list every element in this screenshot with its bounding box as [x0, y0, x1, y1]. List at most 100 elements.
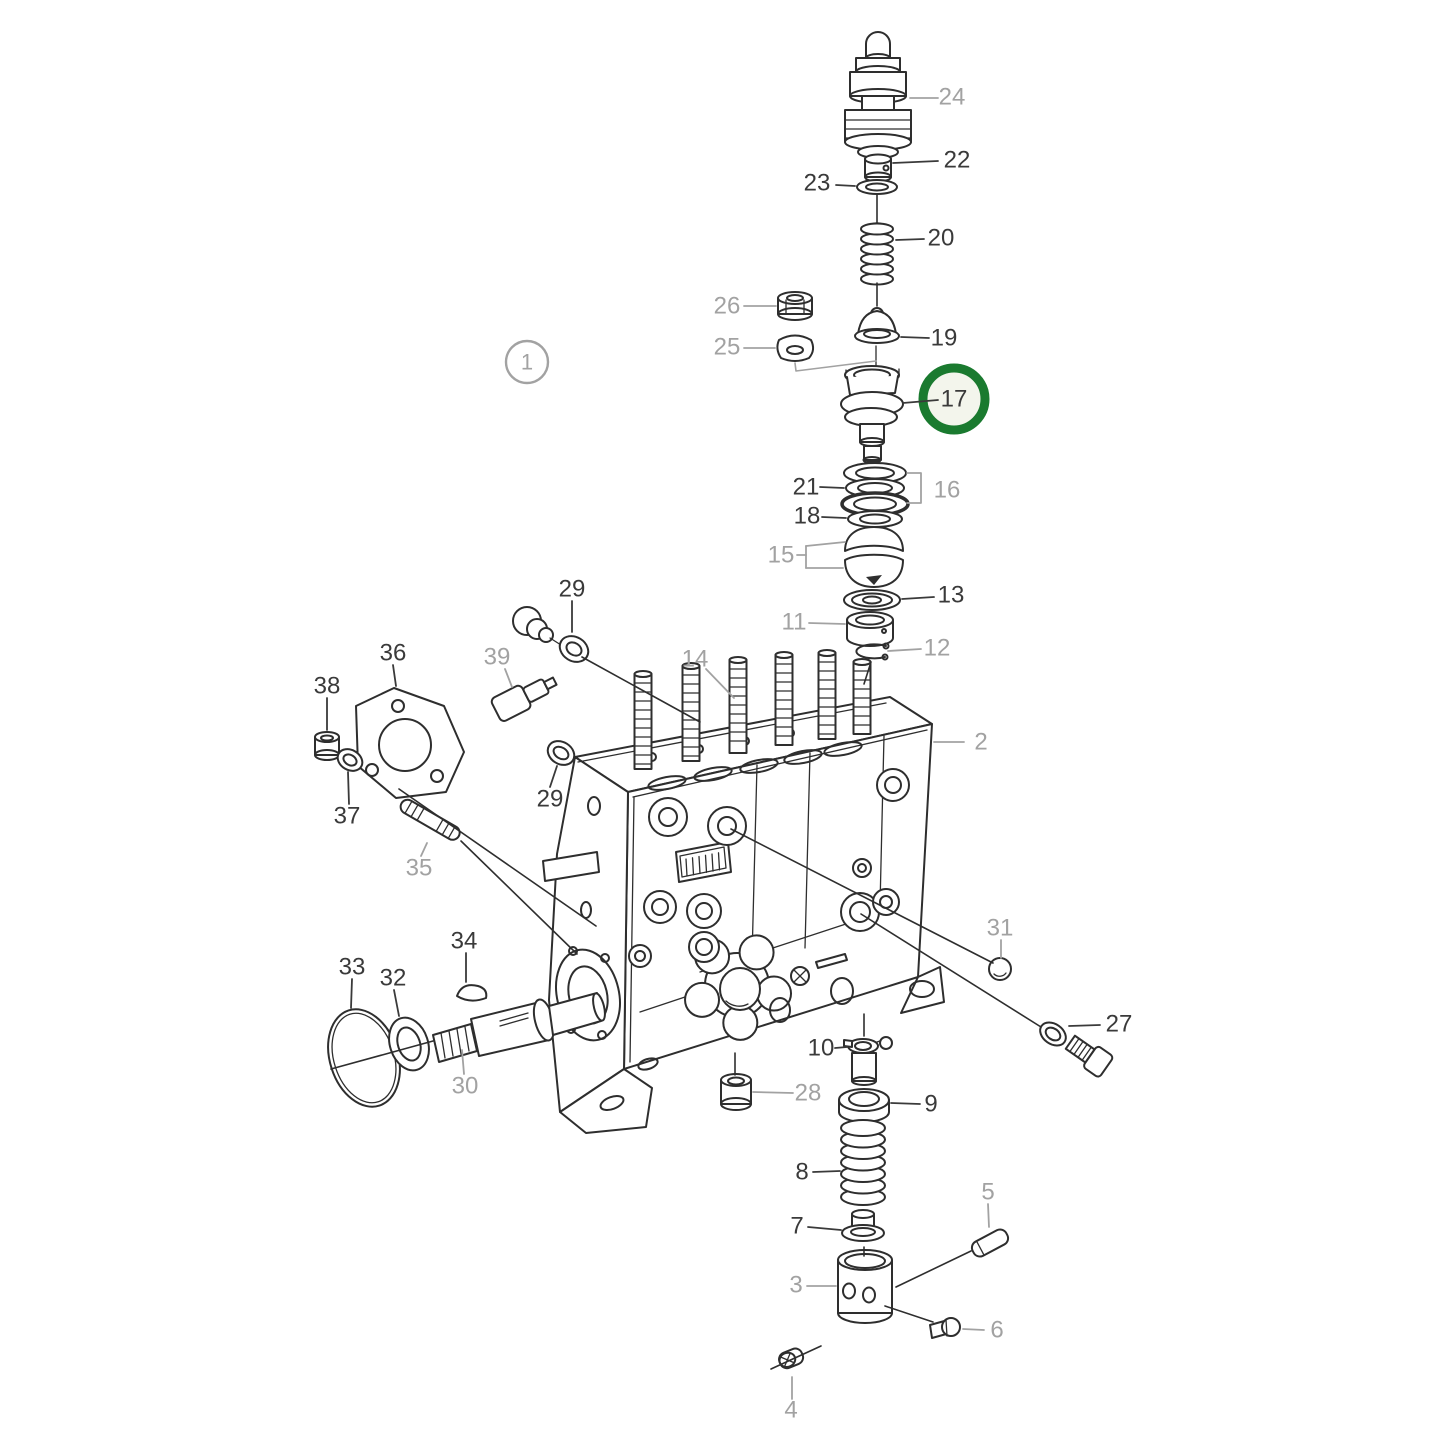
callout-35[interactable]: 35: [406, 855, 433, 882]
stud-top: [633, 670, 653, 678]
stud-top: [852, 658, 872, 666]
callout-18[interactable]: 18: [794, 503, 821, 530]
leader-line: [752, 1091, 794, 1094]
construction-line: [770, 1345, 822, 1370]
leader-line: [393, 989, 400, 1017]
callout-20[interactable]: 20: [928, 225, 955, 252]
callout-36[interactable]: 36: [380, 640, 407, 667]
part-28-bushing: [720, 1073, 752, 1111]
callout-10[interactable]: 10: [808, 1035, 835, 1062]
construction-line: [460, 840, 578, 955]
callout-7[interactable]: 7: [790, 1213, 803, 1240]
leader-line: [805, 541, 846, 547]
callout-30[interactable]: 30: [452, 1073, 479, 1100]
callout-6[interactable]: 6: [990, 1317, 1003, 1344]
spring-coil: [840, 1119, 886, 1137]
callout-16[interactable]: 16: [934, 477, 961, 504]
adjust-screw: [790, 966, 810, 986]
leader-line: [807, 1226, 842, 1231]
callout-21[interactable]: 21: [793, 474, 820, 501]
inspection-slot: [815, 953, 848, 969]
leader-line: [819, 486, 845, 489]
body-side-lug: [542, 851, 600, 882]
callout-27[interactable]: 27: [1106, 1011, 1133, 1038]
part-13-washer: [843, 589, 901, 611]
leader-line: [892, 160, 939, 164]
leader-line: [887, 648, 922, 652]
callout-22[interactable]: 22: [944, 147, 971, 174]
part-11-spring-seat: [846, 611, 894, 647]
leader-line: [1068, 1024, 1101, 1027]
leader-line: [504, 668, 513, 688]
callout-25[interactable]: 25: [714, 334, 741, 361]
callout-38[interactable]: 38: [314, 673, 341, 700]
part-4-screw: [778, 1347, 805, 1370]
callout-29[interactable]: 29: [559, 576, 586, 603]
part-6-plug: [929, 1317, 961, 1339]
plate-hatch: [711, 853, 714, 872]
callout-26[interactable]: 26: [714, 293, 741, 320]
callout-34[interactable]: 34: [451, 928, 478, 955]
part-20-spring: [860, 222, 894, 286]
part-19-valve-seat: [854, 307, 900, 344]
part-38-nut: [314, 731, 340, 761]
studs-part-14: [633, 649, 872, 770]
boss: [707, 806, 747, 846]
construction-line: [884, 1305, 934, 1323]
leader-line: [890, 1102, 921, 1105]
construction-line: [860, 913, 1042, 1028]
top-port: [739, 758, 779, 774]
part-29-banjo-bolt: [512, 606, 562, 646]
callout-14[interactable]: 14: [682, 646, 709, 673]
part-23-washer: [856, 179, 898, 195]
part-25-clamp: [776, 334, 815, 362]
callout-12[interactable]: 12: [924, 635, 951, 662]
construction-line: [730, 828, 994, 964]
flower-hub-shade: [725, 1000, 749, 1007]
callout-11[interactable]: 11: [782, 609, 807, 636]
part-3-tappet: [837, 1249, 893, 1324]
construction-line: [895, 1250, 972, 1288]
boss: [688, 931, 720, 963]
callout-8[interactable]: 8: [795, 1159, 808, 1186]
part-31-ball: [988, 957, 1012, 981]
name-plate: [675, 841, 732, 883]
callout-17[interactable]: 17: [941, 386, 968, 413]
callout-2[interactable]: 2: [974, 729, 987, 756]
construction-line: [330, 1040, 434, 1070]
plate-hatch: [704, 854, 708, 873]
callout-28[interactable]: 28: [795, 1080, 822, 1107]
stud-top: [681, 662, 701, 670]
reference-label[interactable]: 1: [521, 350, 533, 375]
part-24-fitting: [844, 31, 912, 159]
callout-37[interactable]: 37: [334, 803, 361, 830]
callout-13[interactable]: 13: [938, 582, 965, 609]
leader-line: [808, 622, 846, 625]
callout-32[interactable]: 32: [380, 965, 407, 992]
part-36-cover-plate: [355, 687, 465, 799]
construction-lines: [330, 194, 1042, 1370]
leader-line: [461, 1049, 465, 1075]
callout-3[interactable]: 3: [789, 1272, 802, 1299]
callout-9[interactable]: 9: [924, 1091, 937, 1118]
callout-33[interactable]: 33: [339, 954, 366, 981]
callout-31[interactable]: 31: [987, 915, 1014, 942]
leader-line: [962, 1328, 985, 1331]
callout-23[interactable]: 23: [804, 170, 831, 197]
callout-29[interactable]: 29: [537, 786, 564, 813]
callout-19[interactable]: 19: [931, 325, 958, 352]
callout-24[interactable]: 24: [939, 84, 966, 111]
top-port: [823, 741, 863, 757]
callout-5[interactable]: 5: [981, 1179, 994, 1206]
leader-line: [987, 1203, 990, 1228]
stud-top: [774, 651, 794, 659]
callout-4[interactable]: 4: [784, 1397, 797, 1424]
callout-15[interactable]: 15: [768, 542, 795, 569]
stud: [817, 652, 837, 740]
leader-line: [812, 1170, 841, 1173]
part-37-washer: [336, 748, 364, 772]
boss: [628, 944, 652, 968]
callout-39[interactable]: 39: [484, 644, 511, 671]
boss-hole: [658, 807, 678, 827]
